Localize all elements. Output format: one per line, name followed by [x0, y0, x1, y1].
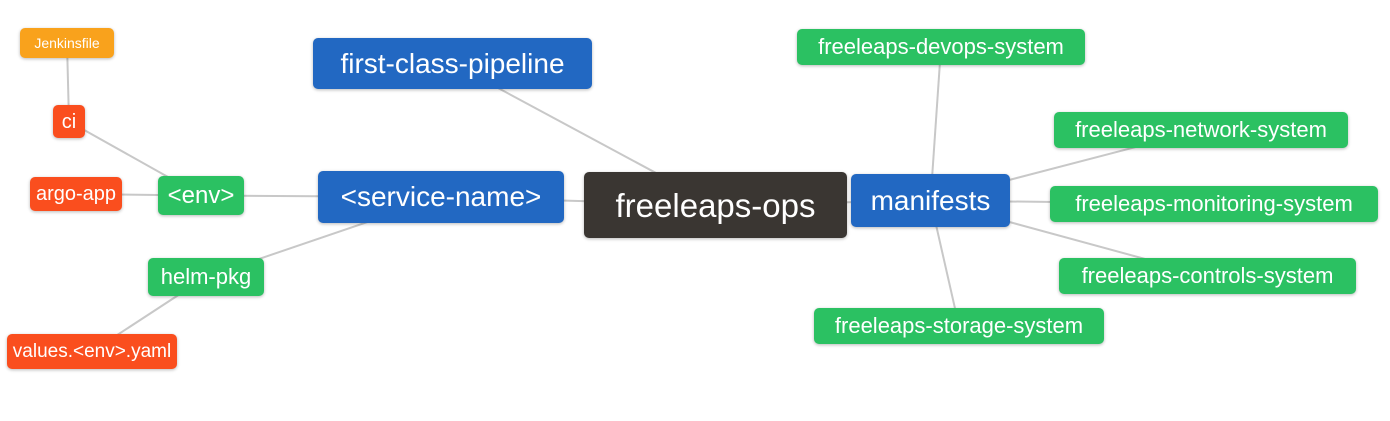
node-first-class-pipeline[interactable]: first-class-pipeline [313, 38, 592, 89]
node-freeleaps-monitoring-system[interactable]: freeleaps-monitoring-system [1050, 186, 1378, 222]
node-label: freeleaps-network-system [1075, 117, 1327, 142]
node-helm-pkg[interactable]: helm-pkg [148, 258, 264, 296]
node-label: <env> [167, 181, 235, 209]
node-argo-app[interactable]: argo-app [30, 177, 122, 211]
node-label: values.<env>.yaml [12, 341, 172, 362]
node-label: Jenkinsfile [34, 35, 100, 51]
node-label: freeleaps-controls-system [1081, 263, 1334, 288]
node-freeleaps-network-system[interactable]: freeleaps-network-system [1054, 112, 1348, 148]
node-ci[interactable]: ci [53, 105, 85, 138]
node-label: freeleaps-monitoring-system [1075, 191, 1353, 216]
node-label: freeleaps-devops-system [818, 34, 1064, 59]
node-label: freeleaps-storage-system [834, 313, 1084, 338]
node-jenkinsfile[interactable]: Jenkinsfile [20, 28, 114, 58]
node-label: ci [61, 110, 77, 133]
node-label: first-class-pipeline [340, 47, 565, 79]
node-env[interactable]: <env> [158, 176, 244, 215]
node-label: <service-name> [340, 181, 542, 212]
node-values-env-yaml[interactable]: values.<env>.yaml [7, 334, 177, 369]
node-service-name[interactable]: <service-name> [318, 171, 564, 223]
node-freeleaps-ops[interactable]: freeleaps-ops [584, 172, 847, 238]
node-label: argo-app [35, 183, 117, 205]
node-manifests[interactable]: manifests [851, 174, 1010, 227]
node-label: helm-pkg [160, 264, 252, 289]
node-freeleaps-controls-system[interactable]: freeleaps-controls-system [1059, 258, 1356, 294]
node-label: freeleaps-ops [615, 186, 816, 224]
node-freeleaps-storage-system[interactable]: freeleaps-storage-system [814, 308, 1104, 344]
node-freeleaps-devops-system[interactable]: freeleaps-devops-system [797, 29, 1085, 65]
node-label: manifests [870, 184, 991, 216]
